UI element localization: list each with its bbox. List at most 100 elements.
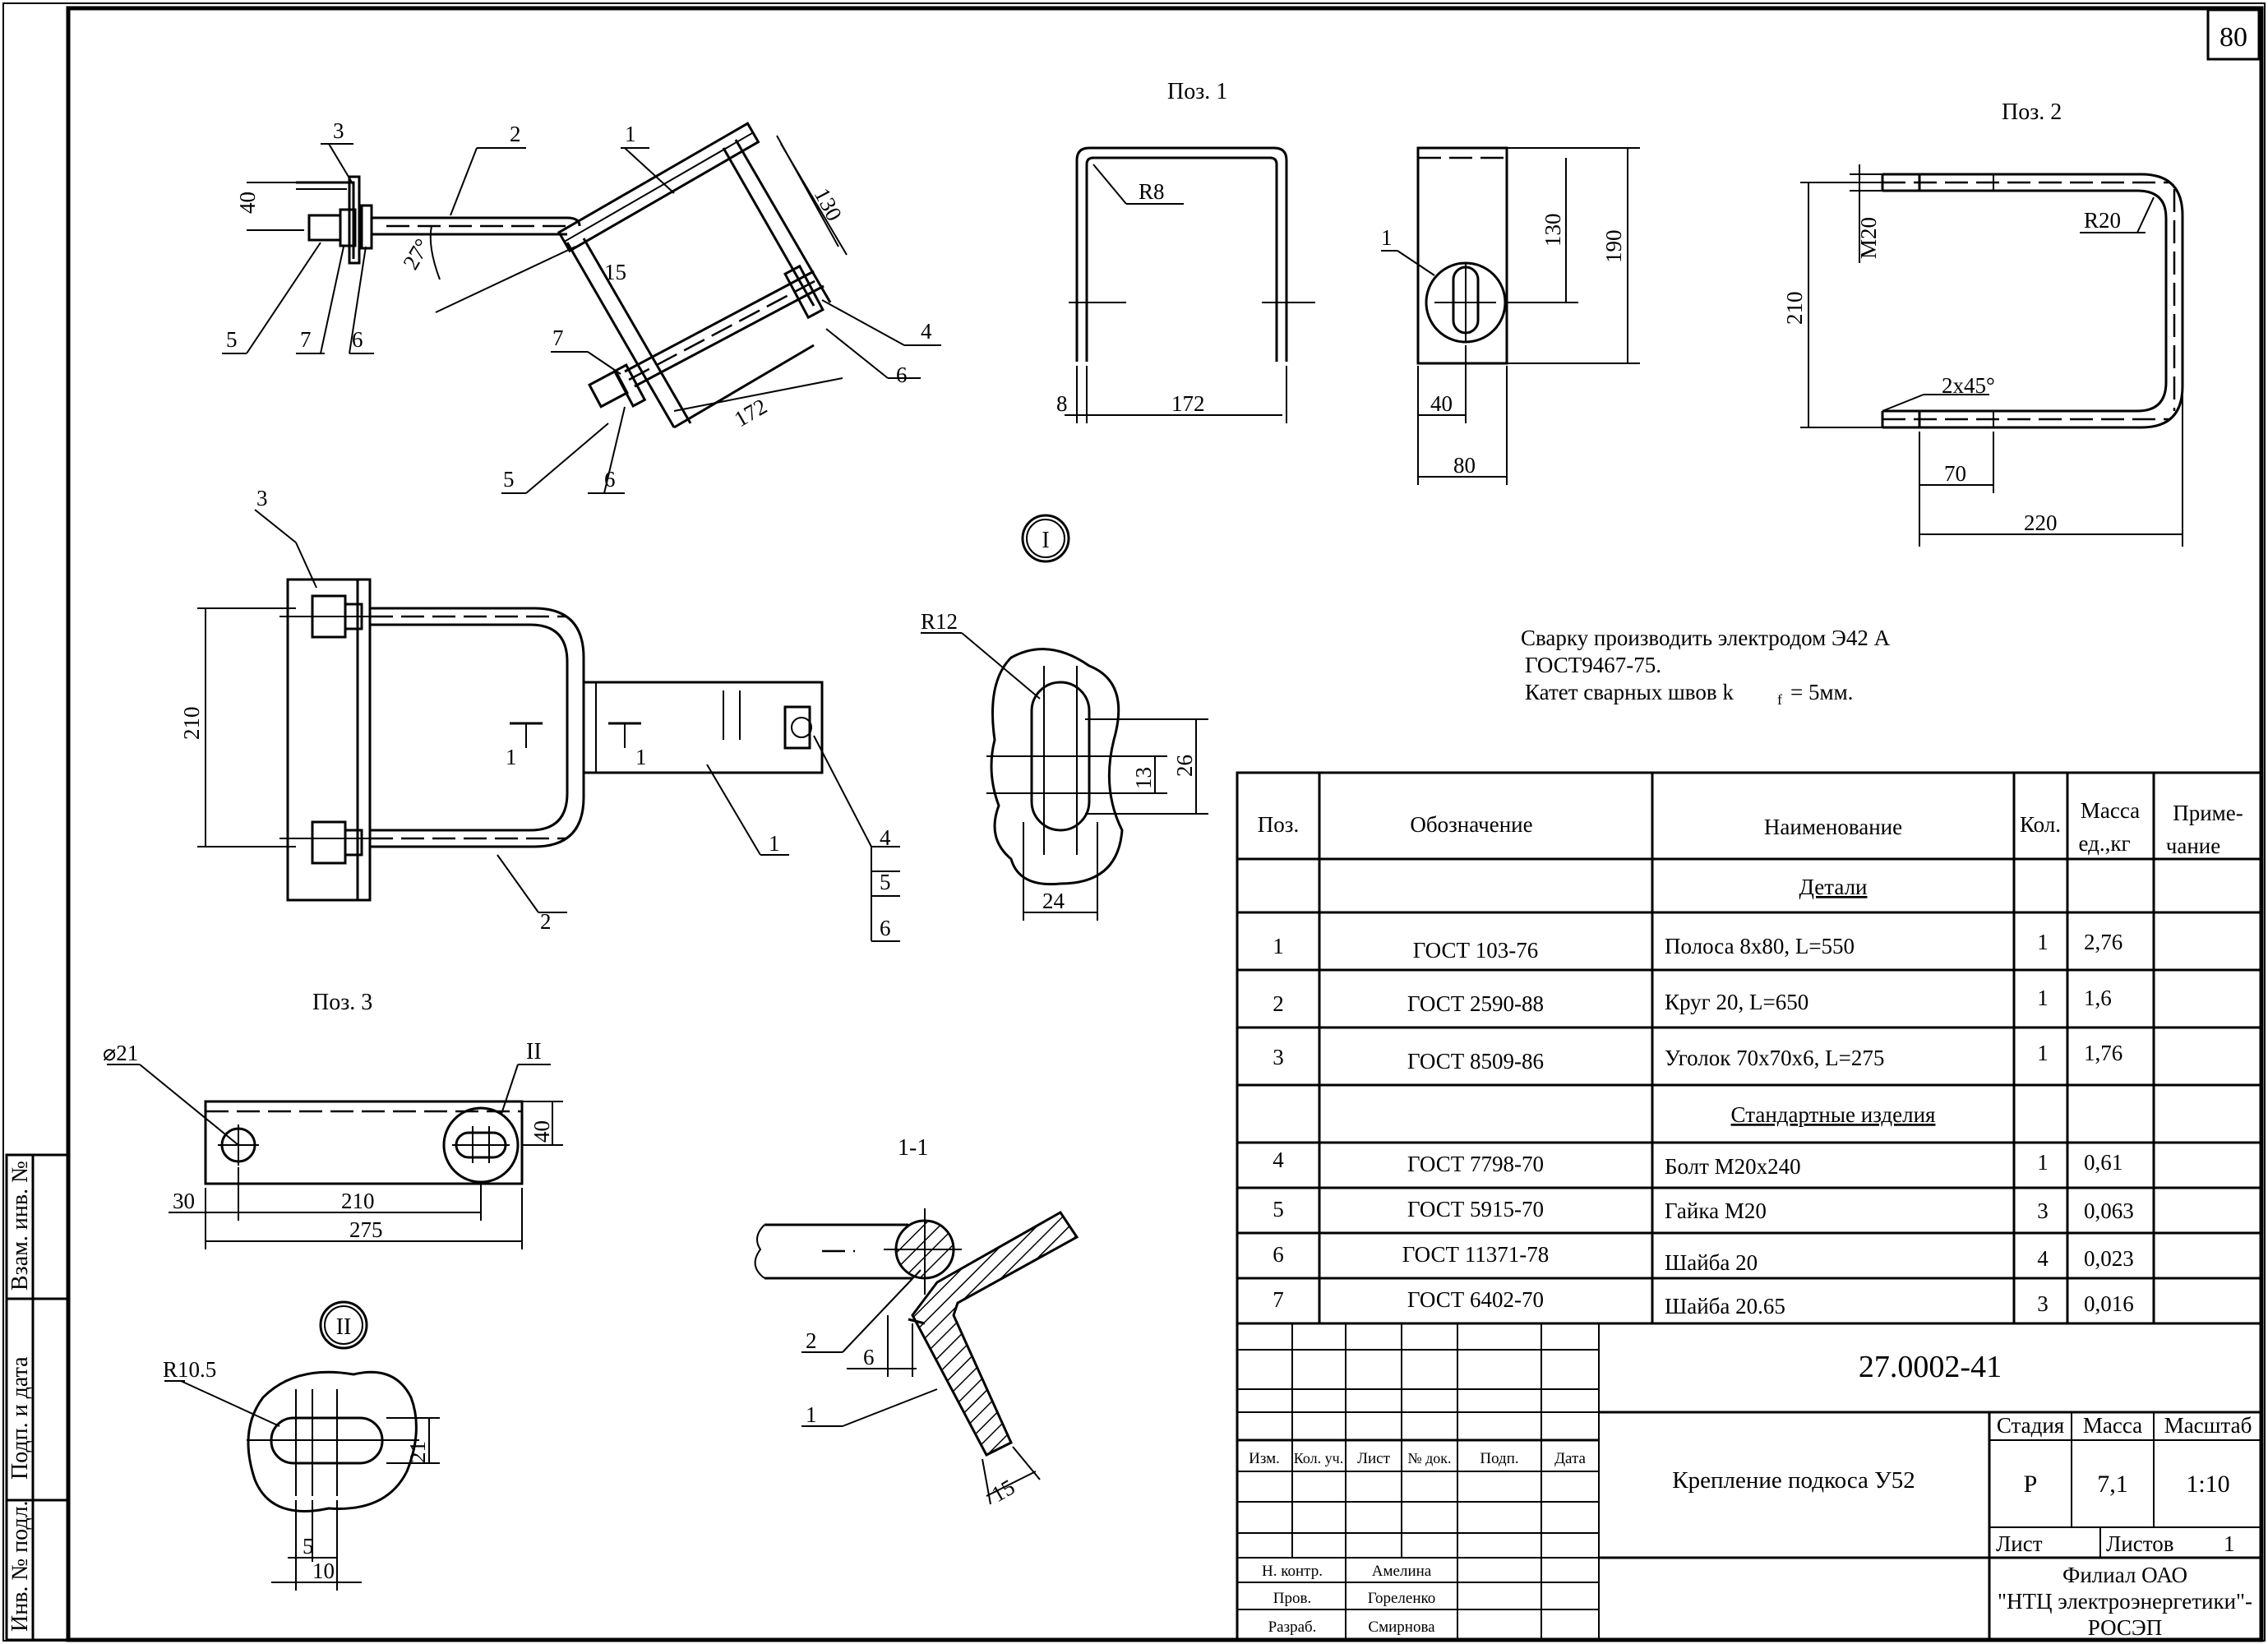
row7-qty: 3 — [2037, 1291, 2049, 1316]
row1-qty: 1 — [2037, 930, 2049, 954]
sheets-label: Листов — [2106, 1531, 2173, 1556]
scale-label: Масштаб — [2164, 1413, 2252, 1438]
dim-26: 26 — [1172, 755, 1197, 777]
dim-130: 130 — [810, 184, 848, 225]
dim-10: 10 — [312, 1559, 335, 1583]
dim-dia21: ⌀21 — [103, 1041, 138, 1065]
sheet-label: Лист — [1996, 1531, 2043, 1556]
leader-3-asm: 3 — [333, 118, 344, 143]
row2-designation: ГОСТ 2590-88 — [1407, 991, 1544, 1016]
note-line-2: ГОСТ9467-75. — [1525, 653, 1661, 677]
notes: Сварку производить электродом Э42 А ГОСТ… — [1521, 626, 1891, 708]
row6-designation: ГОСТ 11371-78 — [1402, 1242, 1550, 1267]
row2-qty: 1 — [2037, 986, 2049, 1010]
leader-1-plan: 1 — [769, 831, 780, 856]
th-poz: Поз. — [1258, 812, 1299, 837]
callout-II-poz3: II — [526, 1039, 542, 1064]
row6-poz: 6 — [1273, 1242, 1284, 1267]
dim-172-poz1: 172 — [1171, 391, 1205, 416]
th-designation: Обозначение — [1410, 812, 1532, 837]
org-line-1: Филиал ОАО — [2062, 1563, 2187, 1587]
col-list: Лист — [1357, 1450, 1390, 1467]
section-details: Детали — [1799, 875, 1867, 899]
row5-mass: 0,063 — [2084, 1198, 2134, 1223]
note-value: = 5мм. — [1790, 680, 1853, 704]
doc-code: 27.0002-41 — [1859, 1350, 2002, 1384]
leader-6-asm: 6 — [352, 327, 363, 352]
leader-5-asm: 5 — [226, 327, 238, 352]
title-block: Изм. Кол. уч. Лист № док. Подп. Дата Н. … — [1236, 1322, 2263, 1642]
name-gorelenko: Гореленко — [1368, 1590, 1436, 1607]
dim-24: 24 — [1042, 889, 1065, 913]
role-prov: Пров. — [1273, 1590, 1311, 1607]
col-data: Дата — [1554, 1450, 1586, 1467]
stamp-vzam-inv: Взам. инв. № — [7, 1161, 33, 1291]
detail-II: II R10.5 21 5 10 — [163, 1300, 440, 1591]
note-line-1: Сварку производить электродом Э42 А — [1521, 626, 1891, 650]
leader-1-asm: 1 — [625, 122, 636, 146]
leader-7b-asm: 7 — [552, 326, 564, 350]
poz3-view: Поз. 3 ⌀21 II 40 30 210 275 — [103, 990, 563, 1249]
row6-mass: 0,023 — [2084, 1246, 2134, 1271]
mass-label: Масса — [2083, 1413, 2142, 1438]
sheets-value: 1 — [2224, 1531, 2235, 1556]
table-row: 6 ГОСТ 11371-78 Шайба 20 4 0,023 — [1273, 1242, 2134, 1275]
row2-mass: 1,6 — [2084, 986, 2112, 1010]
dim-30: 30 — [173, 1189, 195, 1213]
sheet-number: 80 — [2219, 22, 2247, 53]
role-razrab: Разраб. — [1268, 1619, 1317, 1636]
table-row: 1 ГОСТ 103-76 Полоса 8х80, L=550 1 2,76 — [1273, 930, 2122, 963]
row7-mass: 0,016 — [2084, 1291, 2134, 1316]
dim-27deg: 27° — [398, 234, 435, 274]
note-line-3: Катет сварных швов k — [1525, 680, 1734, 704]
table-row: 4 ГОСТ 7798-70 Болт М20х240 1 0,61 — [1273, 1148, 2122, 1179]
dim-21: 21 — [405, 1441, 430, 1463]
row6-name: Шайба 20 — [1665, 1250, 1758, 1275]
section-1-1: 1-1 2 1 6 15 — [754, 1135, 1079, 1507]
dim-40-asm: 40 — [235, 192, 260, 214]
poz3-title: Поз. 3 — [312, 990, 372, 1015]
dim-275: 275 — [349, 1217, 383, 1242]
org-line-2: "НТЦ электроэнергетики"- — [1998, 1589, 2252, 1614]
detail-I: I R12 26 13 24 — [921, 514, 1208, 921]
section-mark-left: 1 — [506, 745, 517, 769]
row4-qty: 1 — [2037, 1150, 2049, 1175]
th-mass1: Масса — [2081, 798, 2140, 823]
leader-7-asm: 7 — [300, 327, 312, 352]
row5-qty: 3 — [2037, 1198, 2049, 1223]
row1-name: Полоса 8х80, L=550 — [1665, 934, 1855, 958]
section-mark-right: 1 — [635, 745, 647, 769]
dim-220: 220 — [2024, 510, 2058, 535]
leader-1-poz1: 1 — [1381, 225, 1393, 250]
poz1-view: Поз. 1 R8 8 172 1 130 190 40 80 — [1056, 79, 1640, 485]
leader-2-plan: 2 — [540, 909, 552, 934]
dim-2x45: 2x45° — [1942, 373, 1995, 398]
leader-3-plan: 3 — [256, 486, 268, 510]
dim-210-poz2: 210 — [1782, 292, 1807, 326]
stamp-podp-data: Подп. и дата — [7, 1356, 33, 1480]
dim-130-poz1: 130 — [1540, 214, 1565, 247]
section-standard: Стандартные изделия — [1731, 1102, 1936, 1127]
col-izm: Изм. — [1249, 1450, 1280, 1467]
assembly-view: 130 172 15 27° 40 3 2 1 5 7 6 4 6 7 5 6 — [222, 118, 941, 494]
row4-name: Болт М20х240 — [1665, 1154, 1801, 1179]
row1-mass: 2,76 — [2084, 930, 2122, 954]
row1-designation: ГОСТ 103-76 — [1413, 938, 1539, 963]
col-ndok: № док. — [1407, 1450, 1451, 1466]
stage-label: Стадия — [1997, 1413, 2064, 1438]
th-mass2: ед.,кг — [2078, 831, 2130, 856]
row7-name: Шайба 20.65 — [1665, 1294, 1785, 1318]
th-note1: Приме- — [2173, 801, 2243, 825]
row1-poz: 1 — [1273, 934, 1284, 958]
poz1-title: Поз. 1 — [1167, 79, 1227, 104]
row5-poz: 5 — [1273, 1197, 1284, 1221]
table-row: 3 ГОСТ 8509-86 Уголок 70х70х6, L=275 1 1… — [1273, 1041, 2122, 1074]
section-title: 1-1 — [898, 1135, 928, 1161]
row5-name: Гайка М20 — [1665, 1198, 1767, 1223]
dim-15: 15 — [604, 260, 626, 284]
dim-15-section: 15 — [987, 1475, 1019, 1507]
leader-2-section: 2 — [806, 1328, 817, 1353]
table-row: 5 ГОСТ 5915-70 Гайка М20 3 0,063 — [1273, 1197, 2134, 1223]
dim-8: 8 — [1056, 391, 1068, 416]
stage-value: Р — [2024, 1471, 2038, 1498]
